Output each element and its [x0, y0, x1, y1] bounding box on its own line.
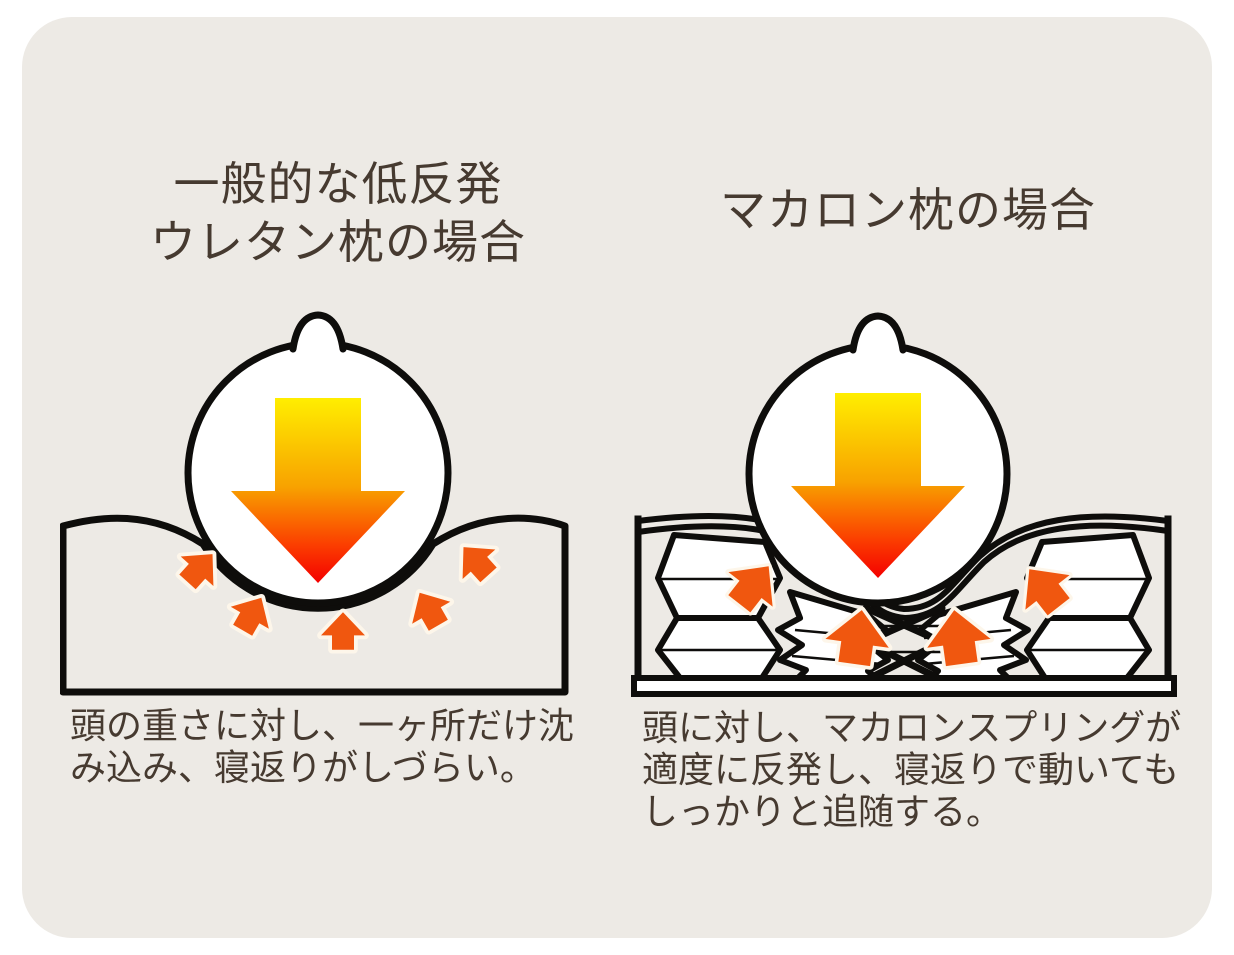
weight-down-arrow-icon: [791, 393, 965, 578]
right-caption-line-2: 適度に反発し、寝返りで動いても: [642, 750, 1180, 791]
left-title-line-1: 一般的な低反発: [173, 157, 503, 211]
nose-icon: [289, 311, 347, 353]
right-caption-line-1: 頭に対し、マカロンスプリングが: [642, 708, 1182, 749]
pillow-frame: [634, 515, 1172, 694]
left-caption-line-1: 頭の重さに対し、一ヶ所だけ沈: [70, 706, 575, 747]
pillow-base-bar: [631, 675, 1177, 697]
right-panel-title: マカロン枕の場合: [630, 181, 1186, 239]
right-illustration-macaron-pillow: [631, 312, 1177, 697]
right-caption-line-3: しっかりと追随する。: [642, 792, 1003, 833]
nose-icon: [849, 312, 907, 354]
left-caption: 頭の重さに対し、一ヶ所だけ沈 み込み、寝返りがしづらい。: [70, 706, 610, 790]
left-illustration-urethane-pillow: [60, 311, 569, 696]
left-title-line-2: ウレタン枕の場合: [150, 215, 526, 269]
spring-column-left: [655, 532, 783, 681]
weight-down-arrow-icon: [231, 398, 405, 583]
right-title-line-1: マカロン枕の場合: [720, 183, 1096, 237]
left-panel-title: 一般的な低反発 ウレタン枕の場合: [60, 155, 616, 271]
right-caption: 頭に対し、マカロンスプリングが 適度に反発し、寝返りで動いても しっかりと追随す…: [642, 708, 1198, 834]
left-caption-line-2: み込み、寝返りがしづらい。: [70, 748, 536, 789]
